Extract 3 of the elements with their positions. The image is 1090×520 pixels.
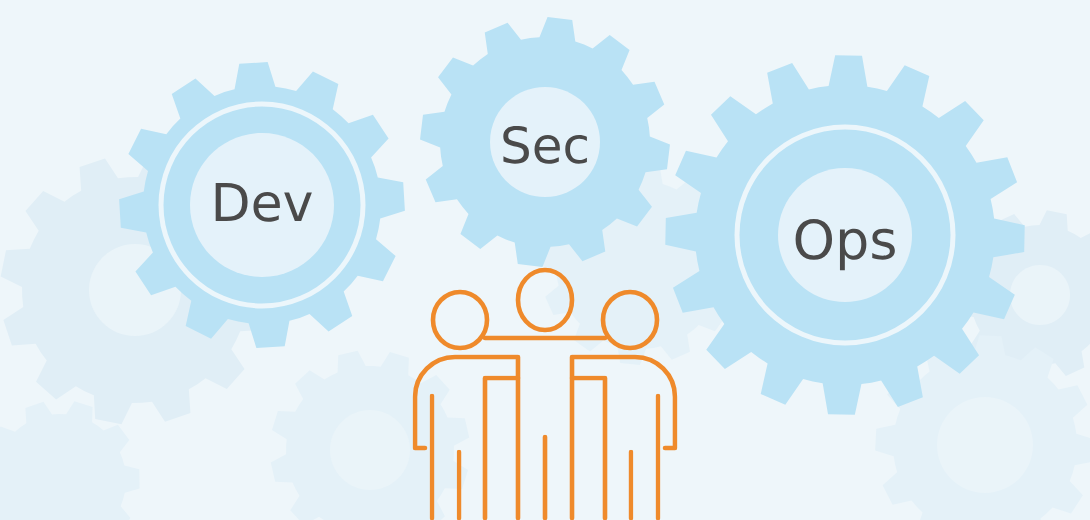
gear: Dev: [119, 62, 405, 348]
gear: Ops: [665, 55, 1025, 415]
gear: Sec: [420, 17, 670, 267]
